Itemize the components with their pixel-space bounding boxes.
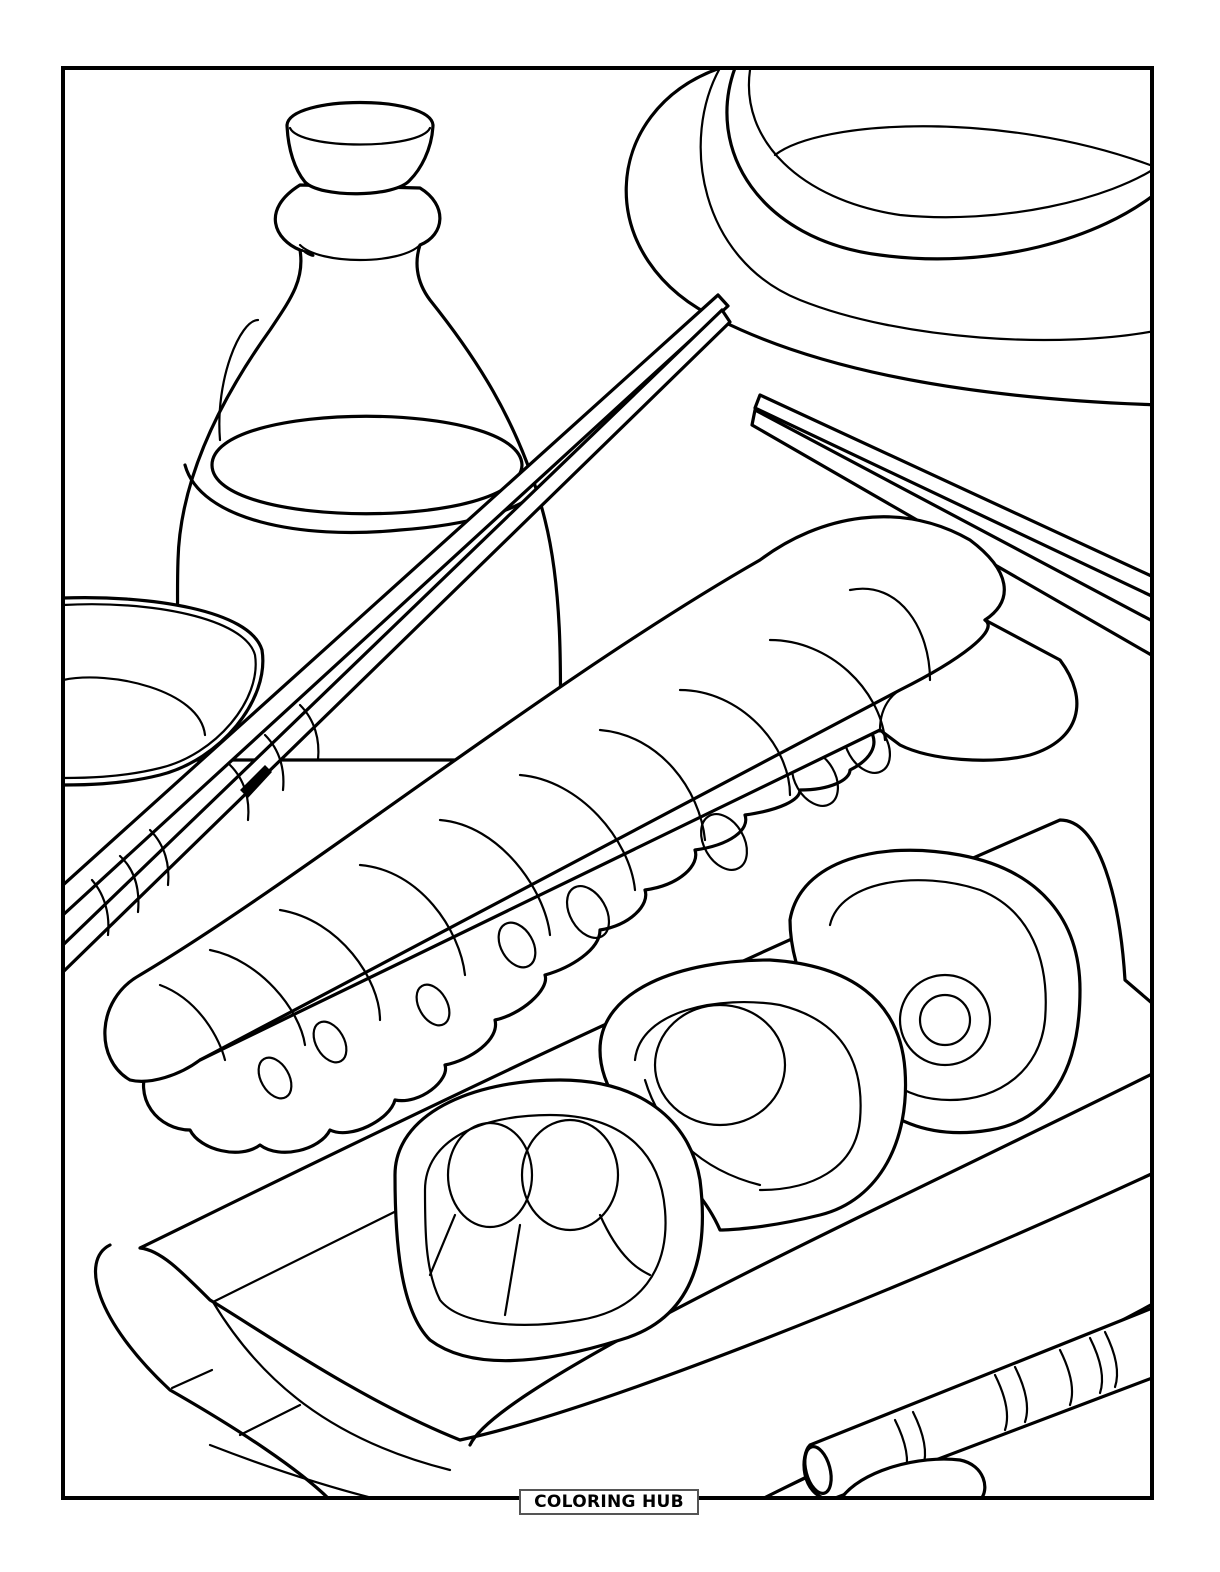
nigiri-rice <box>142 688 1002 1154</box>
soy-sauce-bottle <box>175 101 563 762</box>
coloring-hub-watermark: COLORING HUB <box>519 1489 699 1515</box>
shrimp-topping <box>103 515 1079 1083</box>
maki-roll-front <box>393 1078 704 1363</box>
small-sauce-dish <box>63 596 265 787</box>
chopstick-on-rest <box>802 1306 1152 1498</box>
chopsticks-diagonal <box>63 293 732 974</box>
watermark-text: COLORING HUB <box>534 1492 684 1512</box>
sauce-bowl <box>624 68 1152 407</box>
